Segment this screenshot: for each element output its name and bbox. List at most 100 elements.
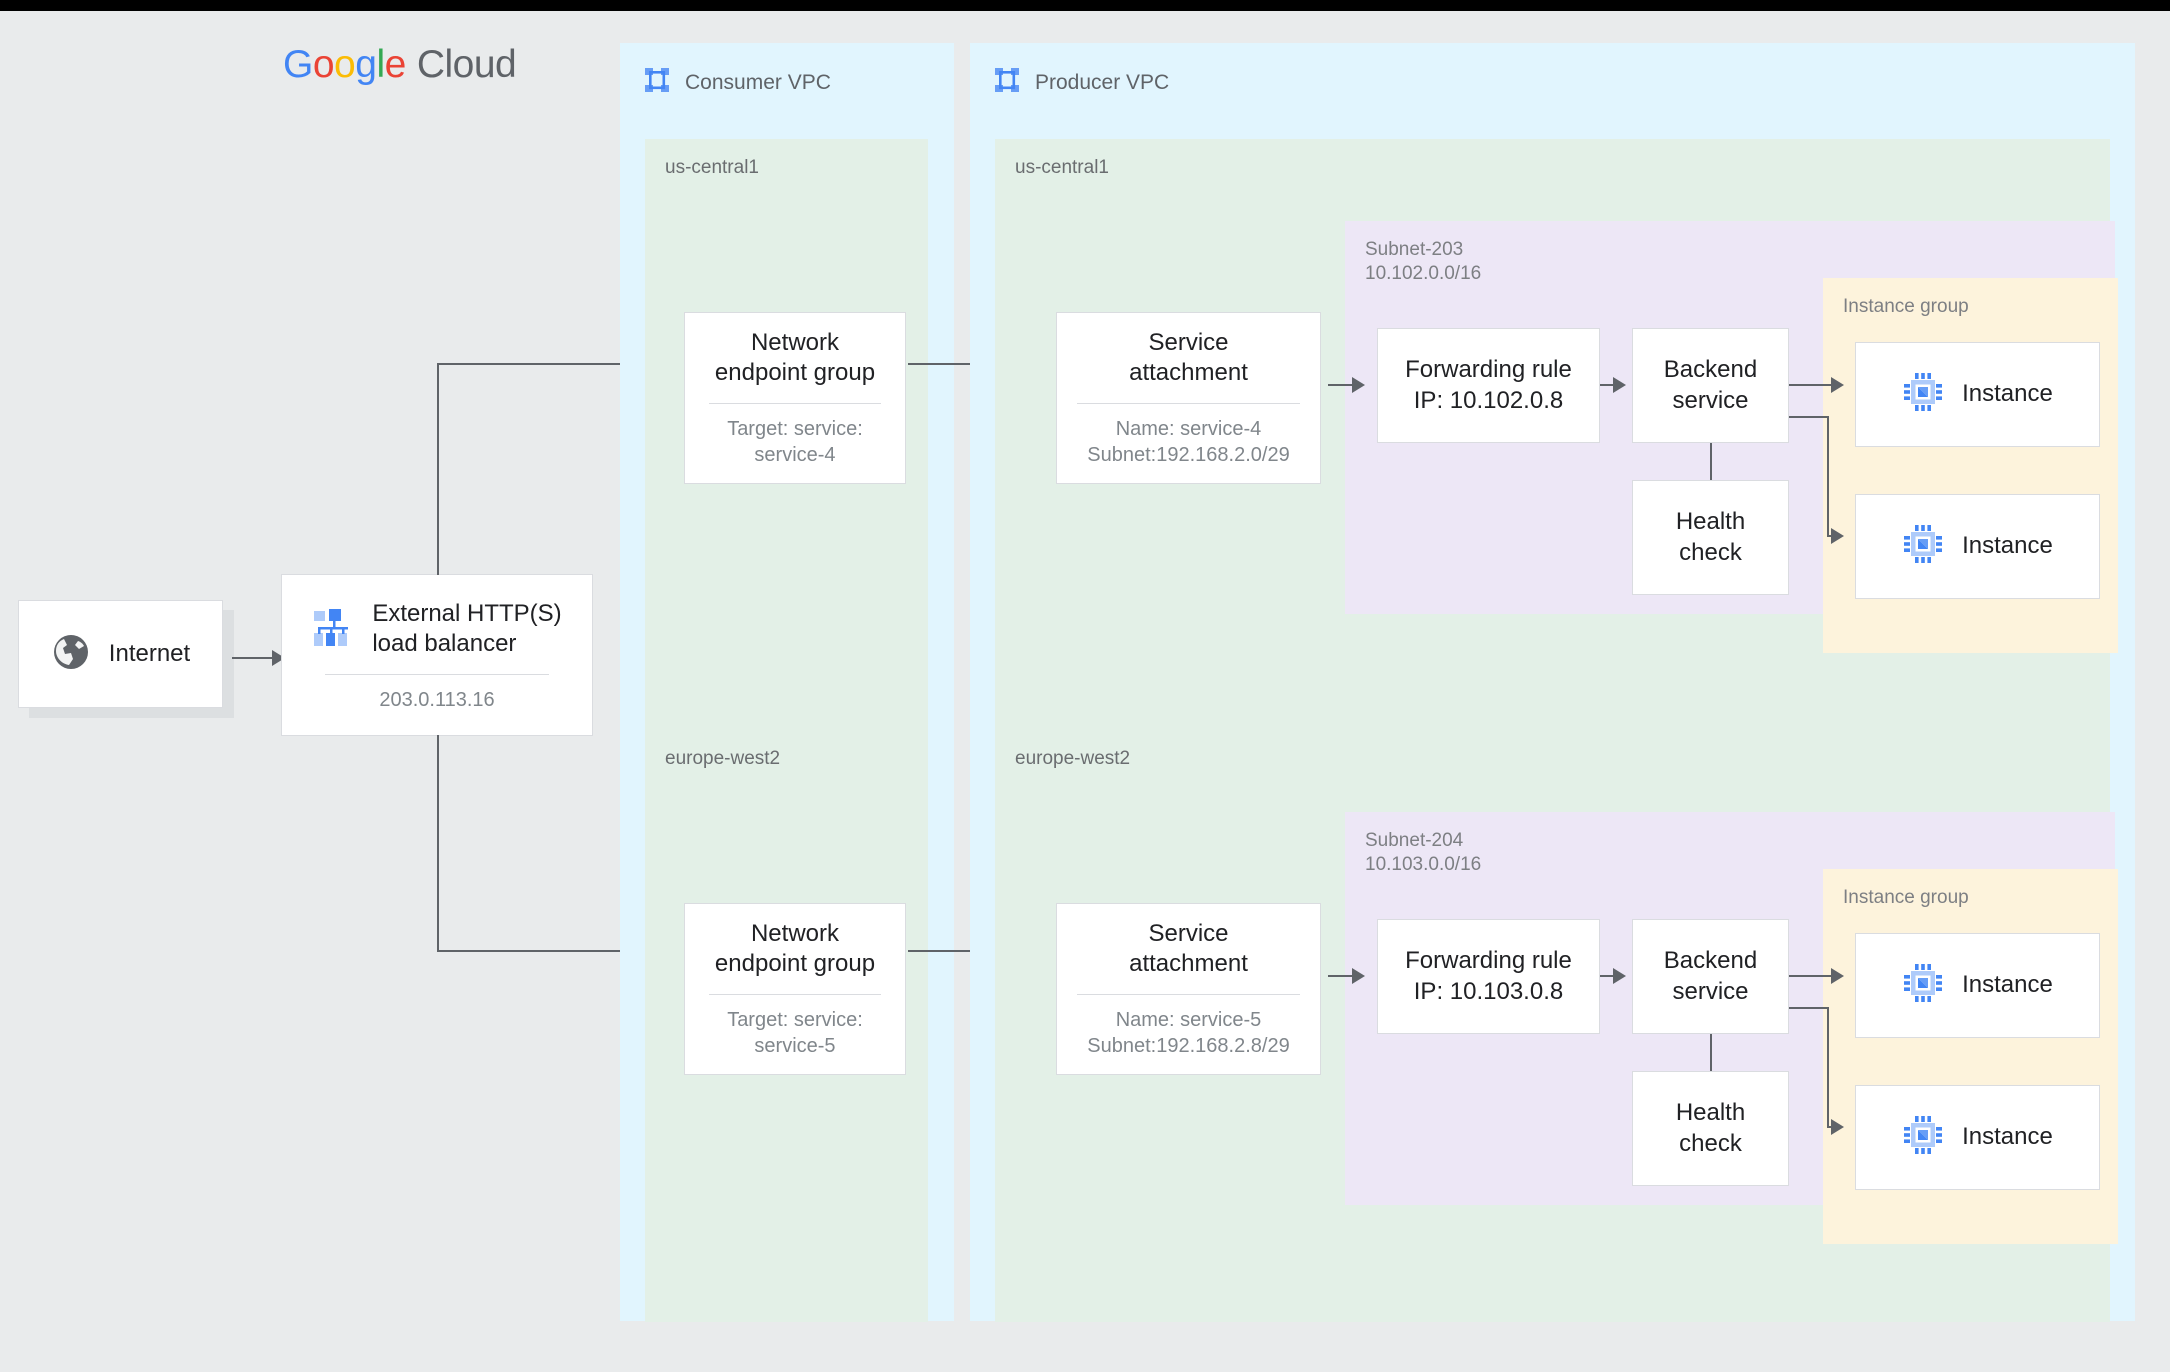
consumer-region-label-1: europe-west2 bbox=[665, 748, 781, 769]
neg-divider-1 bbox=[709, 993, 881, 995]
arrowhead-sa-to-fr-1 bbox=[1352, 968, 1365, 984]
connector-bs-to-inst1-0 bbox=[1789, 384, 1837, 386]
logo-word-cloud: Cloud bbox=[416, 43, 517, 86]
subnet-203-label: Subnet-203 10.102.0.0/16 bbox=[1365, 239, 1482, 285]
producer-vpc-container: Producer VPC us-central1 Service attachm… bbox=[970, 43, 2135, 1322]
health-check-text-0: Health check bbox=[1675, 508, 1746, 566]
neg-detail-1: Target: service: service-5 bbox=[727, 1008, 863, 1057]
consumer-vpc-title: Consumer VPC bbox=[685, 70, 831, 94]
health-check-text-1: Health check bbox=[1675, 1099, 1746, 1157]
logo-letter-o1: o bbox=[312, 43, 335, 86]
connector-bs-to-hc-0 bbox=[1710, 443, 1712, 480]
instance-node-0-1[interactable]: Instance bbox=[1855, 494, 2100, 599]
load-balancer-divider bbox=[325, 673, 549, 675]
backend-service-node-0[interactable]: Backend service bbox=[1632, 328, 1789, 443]
arrowhead-bs-to-inst2-1 bbox=[1831, 1119, 1844, 1135]
load-balancer-ip: 203.0.113.16 bbox=[379, 688, 495, 711]
subnet-204-label: Subnet-204 10.103.0.0/16 bbox=[1365, 830, 1482, 876]
load-balancer-icon bbox=[312, 606, 354, 653]
instance-group-label-0: Instance group bbox=[1843, 296, 1969, 317]
forwarding-rule-text-0: Forwarding rule IP: 10.102.0.8 bbox=[1405, 356, 1572, 414]
arrowhead-bs-to-inst2-0 bbox=[1831, 528, 1844, 544]
neg-title-1: Network endpoint group bbox=[714, 919, 876, 978]
instance-group-container-1: Instance group bbox=[1823, 869, 2118, 1244]
instance-label-1-0: Instance bbox=[1962, 971, 2053, 999]
network-endpoint-group-node-0[interactable]: Network endpoint group Target: service: … bbox=[684, 312, 906, 484]
service-attachment-detail-0: Name: service-4 Subnet:192.168.2.0/29 bbox=[1087, 417, 1290, 466]
service-attachment-detail-1: Name: service-5 Subnet:192.168.2.8/29 bbox=[1087, 1008, 1290, 1057]
logo-letter-l: l bbox=[376, 43, 385, 86]
top-black-bar bbox=[0, 0, 2170, 11]
producer-region-europe-west2: europe-west2 Service attachment Name: se… bbox=[995, 730, 2118, 1322]
producer-region-label-1: europe-west2 bbox=[1015, 748, 1131, 769]
connector-internet-to-lb bbox=[232, 657, 280, 659]
connector-sa-to-fr-1 bbox=[1328, 975, 1360, 977]
neg-detail-0: Target: service: service-4 bbox=[727, 417, 863, 466]
health-check-node-0[interactable]: Health check bbox=[1632, 480, 1789, 595]
forwarding-rule-text-1: Forwarding rule IP: 10.103.0.8 bbox=[1405, 947, 1572, 1005]
connector-sa-to-fr-0 bbox=[1328, 384, 1360, 386]
internet-node[interactable]: Internet bbox=[18, 600, 223, 708]
connector-neg-to-sa-bottom bbox=[908, 950, 1031, 952]
logo-letter-g1: G bbox=[283, 43, 313, 86]
service-attachment-divider-0 bbox=[1076, 402, 1301, 404]
internet-label: Internet bbox=[108, 639, 191, 667]
consumer-vpc-header: Consumer VPC bbox=[642, 65, 831, 100]
service-attachment-divider-1 bbox=[1076, 993, 1301, 995]
connector-neg-to-sa-top bbox=[908, 363, 1031, 365]
service-attachment-node-1[interactable]: Service attachment Name: service-5 Subne… bbox=[1056, 903, 1321, 1075]
connector-bs-elbow-v-1 bbox=[1827, 1007, 1829, 1127]
service-attachment-title-0: Service attachment bbox=[1129, 328, 1248, 387]
connector-bs-elbow-h-1 bbox=[1789, 1007, 1829, 1009]
producer-vpc-title: Producer VPC bbox=[1035, 70, 1170, 94]
producer-region-us-central1: us-central1 Service attachment Name: ser… bbox=[995, 139, 2118, 731]
consumer-vpc-container: Consumer VPC us-central1 Network endpoin… bbox=[620, 43, 954, 1322]
vpc-icon bbox=[642, 65, 672, 100]
health-check-node-1[interactable]: Health check bbox=[1632, 1071, 1789, 1186]
connector-bs-elbow-h-0 bbox=[1789, 416, 1829, 418]
connector-lb-to-neg-bottom bbox=[437, 950, 659, 952]
consumer-region-europe-west2: europe-west2 Network endpoint group Targ… bbox=[645, 730, 928, 1322]
instance-node-1-1[interactable]: Instance bbox=[1855, 1085, 2100, 1190]
producer-region-label-0: us-central1 bbox=[1015, 157, 1109, 178]
backend-service-text-1: Backend service bbox=[1663, 947, 1758, 1005]
network-endpoint-group-node-1[interactable]: Network endpoint group Target: service: … bbox=[684, 903, 906, 1075]
arrowhead-bs-to-inst1-0 bbox=[1831, 377, 1844, 393]
subnet-204-container: Subnet-204 10.103.0.0/16 Forwarding rule… bbox=[1328, 812, 2118, 1244]
vm-instance-icon bbox=[1902, 371, 1944, 418]
connector-lb-to-neg-top bbox=[437, 363, 659, 365]
backend-service-node-1[interactable]: Backend service bbox=[1632, 919, 1789, 1034]
connector-bs-to-inst1-1 bbox=[1789, 975, 1837, 977]
service-attachment-node-0[interactable]: Service attachment Name: service-4 Subne… bbox=[1056, 312, 1321, 484]
external-load-balancer-node[interactable]: External HTTP(S) load balancer 203.0.113… bbox=[281, 574, 593, 736]
vm-instance-icon bbox=[1902, 1114, 1944, 1161]
neg-divider-0 bbox=[709, 402, 881, 404]
logo-letter-e: e bbox=[384, 43, 407, 86]
neg-title-0: Network endpoint group bbox=[714, 328, 876, 387]
logo-letter-g2: g bbox=[355, 43, 377, 86]
globe-icon bbox=[51, 632, 91, 677]
vm-instance-icon bbox=[1902, 523, 1944, 570]
connector-fr-to-bs-1 bbox=[1600, 975, 1619, 977]
instance-group-container-0: Instance group bbox=[1823, 278, 2118, 653]
forwarding-rule-node-1[interactable]: Forwarding rule IP: 10.103.0.8 bbox=[1377, 919, 1600, 1034]
arrowhead-fr-to-bs-1 bbox=[1613, 968, 1626, 984]
vm-instance-icon bbox=[1902, 962, 1944, 1009]
producer-vpc-header: Producer VPC bbox=[992, 65, 1169, 100]
instance-group-label-1: Instance group bbox=[1843, 887, 1969, 908]
connector-bs-elbow-v-0 bbox=[1827, 416, 1829, 536]
service-attachment-title-1: Service attachment bbox=[1129, 919, 1248, 978]
instance-label-0-1: Instance bbox=[1962, 532, 2053, 560]
consumer-region-us-central1: us-central1 Network endpoint group Targe… bbox=[645, 139, 928, 731]
instance-node-0-0[interactable]: Instance bbox=[1855, 342, 2100, 447]
forwarding-rule-node-0[interactable]: Forwarding rule IP: 10.102.0.8 bbox=[1377, 328, 1600, 443]
connector-bs-to-hc-1 bbox=[1710, 1034, 1712, 1071]
arrowhead-sa-to-fr-0 bbox=[1352, 377, 1365, 393]
instance-label-0-0: Instance bbox=[1962, 380, 2053, 408]
subnet-203-container: Subnet-203 10.102.0.0/16 Forwarding rule… bbox=[1328, 221, 2118, 653]
load-balancer-title: External HTTP(S) load balancer bbox=[372, 599, 562, 658]
instance-label-1-1: Instance bbox=[1962, 1123, 2053, 1151]
instance-node-1-0[interactable]: Instance bbox=[1855, 933, 2100, 1038]
